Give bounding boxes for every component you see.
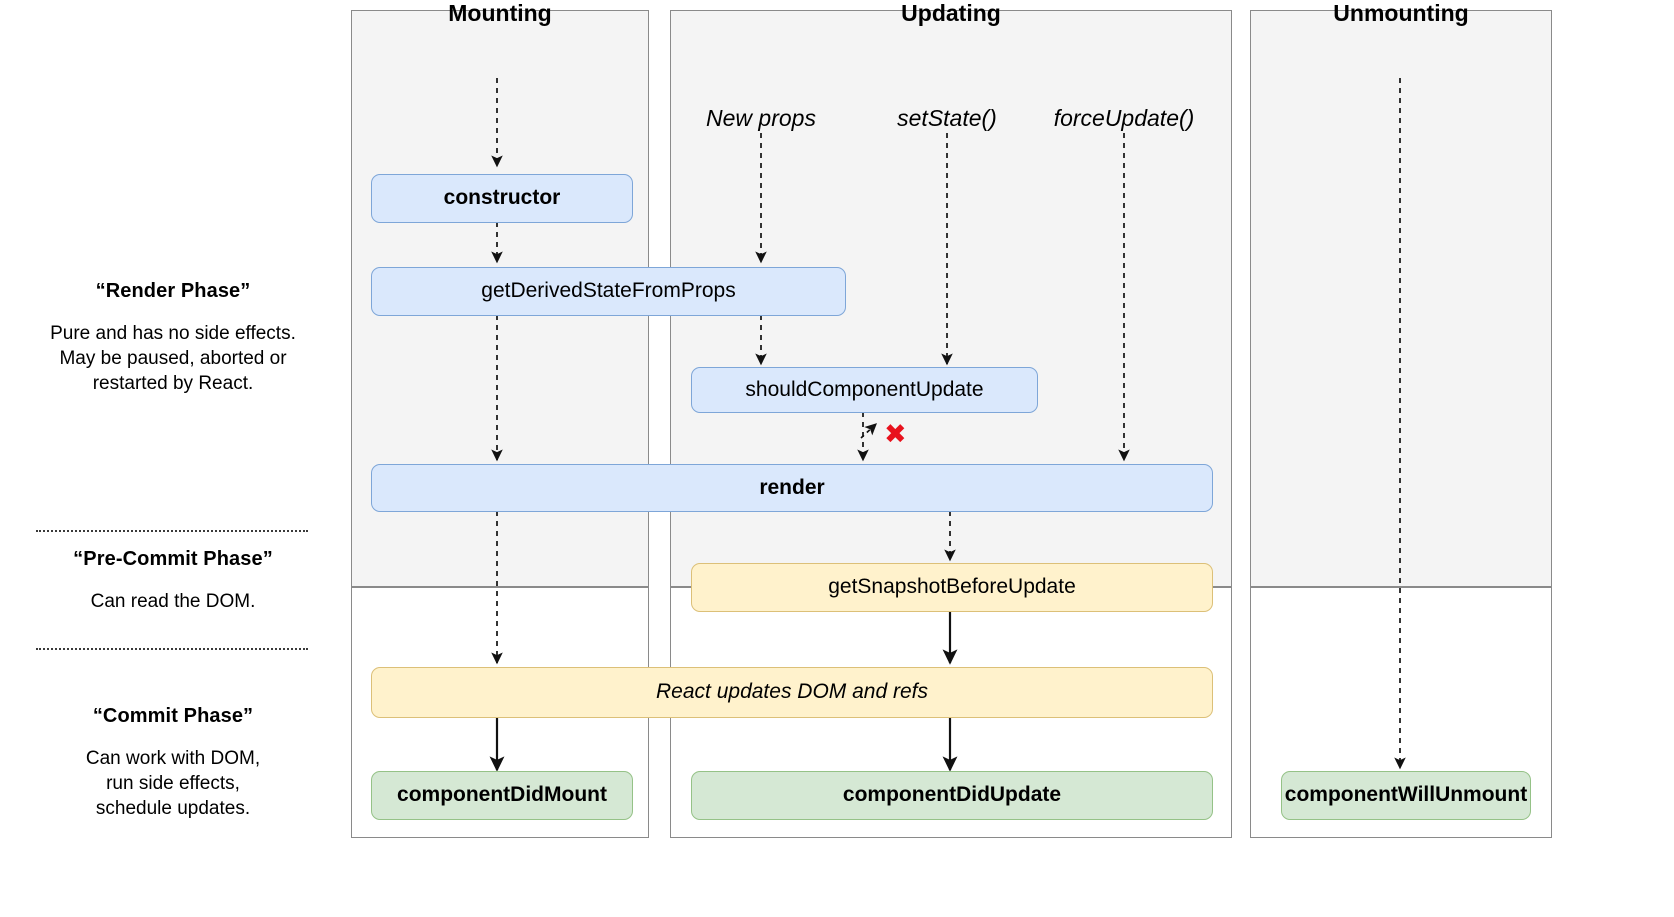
trigger-force-update: forceUpdate()	[1024, 105, 1224, 132]
phase-render: “Render Phase” Pure and has no side effe…	[8, 280, 338, 396]
node-should-component-update[interactable]: shouldComponentUpdate	[691, 367, 1038, 413]
lane-label-mounting: Mounting	[448, 0, 552, 26]
node-label-render: render	[759, 475, 825, 499]
phase-divider-bottom	[36, 648, 308, 650]
phase-divider-top	[36, 530, 308, 532]
phase-pre-commit: “Pre-Commit Phase” Can read the DOM.	[8, 548, 338, 614]
node-get-derived-state-from-props[interactable]: getDerivedStateFromProps	[371, 267, 846, 316]
node-constructor[interactable]: constructor	[371, 174, 633, 223]
node-label-component-will-unmount: componentWillUnmount	[1284, 783, 1528, 807]
trigger-label-new-props: New props	[706, 105, 816, 131]
trigger-label-set-state: setState()	[897, 105, 997, 131]
node-get-snapshot-before-update[interactable]: getSnapshotBeforeUpdate	[691, 563, 1213, 612]
node-label-component-did-update: componentDidUpdate	[842, 783, 1062, 807]
trigger-new-props: New props	[661, 105, 861, 132]
node-label-get-snapshot-before-update: getSnapshotBeforeUpdate	[828, 575, 1076, 599]
phase-desc-render: Pure and has no side effects. May be pau…	[50, 323, 296, 394]
node-label-react-updates-dom-and-refs: React updates DOM and refs	[656, 680, 928, 704]
lane-title-mounting: Mounting	[351, 0, 649, 27]
phase-desc-commit: Can work with DOM, run side effects, sch…	[85, 748, 261, 819]
x-mark-icon: ✖	[884, 421, 907, 448]
lane-title-updating: Updating	[670, 0, 1232, 27]
lane-label-updating: Updating	[901, 0, 1001, 26]
x-mark-glyph: ✖	[884, 419, 907, 450]
phase-title-render: “Render Phase”	[95, 280, 251, 302]
lane-unmounting-render-phase	[1250, 10, 1552, 587]
node-component-did-update[interactable]: componentDidUpdate	[691, 771, 1213, 820]
trigger-label-force-update: forceUpdate()	[1053, 105, 1195, 131]
node-label-component-did-mount: componentDidMount	[397, 783, 607, 807]
lane-title-unmounting: Unmounting	[1250, 0, 1552, 27]
phase-title-pre-commit: “Pre-Commit Phase”	[73, 548, 273, 570]
phase-commit: “Commit Phase” Can work with DOM, run si…	[8, 705, 338, 821]
trigger-set-state: setState()	[847, 105, 1047, 132]
node-react-updates-dom-and-refs[interactable]: React updates DOM and refs	[371, 667, 1213, 718]
lane-label-unmounting: Unmounting	[1333, 0, 1469, 26]
node-label-get-derived-state-from-props: getDerivedStateFromProps	[481, 279, 736, 303]
phase-title-commit: “Commit Phase”	[92, 705, 254, 727]
node-component-did-mount[interactable]: componentDidMount	[371, 771, 633, 820]
phase-desc-pre-commit: Can read the DOM.	[90, 591, 256, 612]
node-label-constructor: constructor	[443, 186, 561, 210]
node-component-will-unmount[interactable]: componentWillUnmount	[1281, 771, 1531, 820]
node-render[interactable]: render	[371, 464, 1213, 512]
node-label-should-component-update: shouldComponentUpdate	[745, 377, 984, 401]
